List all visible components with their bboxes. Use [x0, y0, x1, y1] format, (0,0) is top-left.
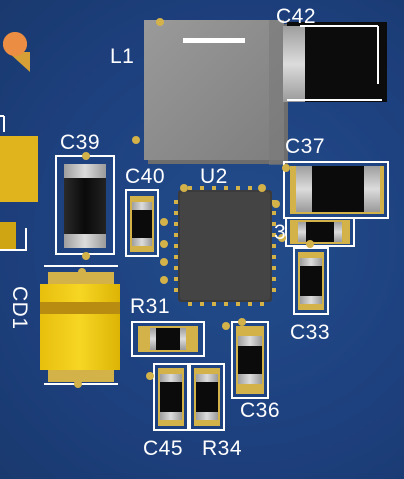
ic-pin [236, 186, 240, 190]
tantalum-cd1 [40, 265, 120, 385]
test-point-marker [3, 32, 30, 72]
ic-pin [174, 222, 178, 226]
ic-pin [272, 266, 276, 270]
ic-pin [200, 186, 204, 190]
capacitor-c33 [293, 247, 329, 315]
yellow-component-left [0, 115, 38, 251]
ic-pin [272, 211, 276, 215]
ic-pin [224, 302, 228, 306]
ic-pin [174, 244, 178, 248]
label-c39: C39 [60, 131, 101, 154]
ic-u2 [160, 184, 280, 306]
ic-pin [272, 244, 276, 248]
ic-pin [174, 266, 178, 270]
ic-pin [174, 233, 178, 237]
label-c42: C42 [276, 5, 317, 28]
capacitor-c37 [283, 161, 389, 219]
ic-pin [224, 186, 228, 190]
label-c37: C37 [285, 135, 326, 158]
ic-pin [212, 302, 216, 306]
resistor-r34 [189, 363, 225, 431]
ic-pin [272, 255, 276, 259]
ic-pin [248, 186, 252, 190]
vias [74, 18, 314, 388]
ic-pin [272, 222, 276, 226]
label-c40: C40 [125, 165, 166, 188]
label-l1: L1 [110, 45, 135, 68]
capacitor-c36 [231, 321, 269, 399]
inductor-l1 [144, 20, 288, 165]
label-u2: U2 [200, 165, 228, 188]
ic-pin [272, 277, 276, 281]
label-r31: R31 [130, 295, 171, 318]
ic-pin [272, 288, 276, 292]
capacitor-c42 [283, 22, 387, 102]
resistor-partial [285, 217, 355, 247]
label-r34: R34 [202, 437, 243, 460]
ic-pin [212, 186, 216, 190]
ic-pin [188, 186, 192, 190]
ic-pin [188, 302, 192, 306]
label-c33: C33 [290, 321, 331, 344]
ic-pin [174, 211, 178, 215]
ic-pin [174, 255, 178, 259]
label-cd1: CD1 [8, 286, 31, 330]
ic-pin [272, 233, 276, 237]
ic-pin [174, 277, 178, 281]
ic-pin [174, 200, 178, 204]
ic-pin [174, 288, 178, 292]
ic-pin [248, 302, 252, 306]
capacitor-c45 [153, 363, 189, 431]
ic-pin [260, 302, 264, 306]
capacitor-c39 [55, 155, 115, 255]
ic-pin [200, 302, 204, 306]
label-c45: C45 [143, 437, 184, 460]
capacitor-c40 [125, 189, 159, 257]
ic-pin [236, 302, 240, 306]
resistor-r31 [131, 321, 205, 357]
ic-u2-pins [174, 186, 276, 306]
label-c36: C36 [240, 399, 281, 422]
label-partial-right: 3 [274, 221, 287, 244]
